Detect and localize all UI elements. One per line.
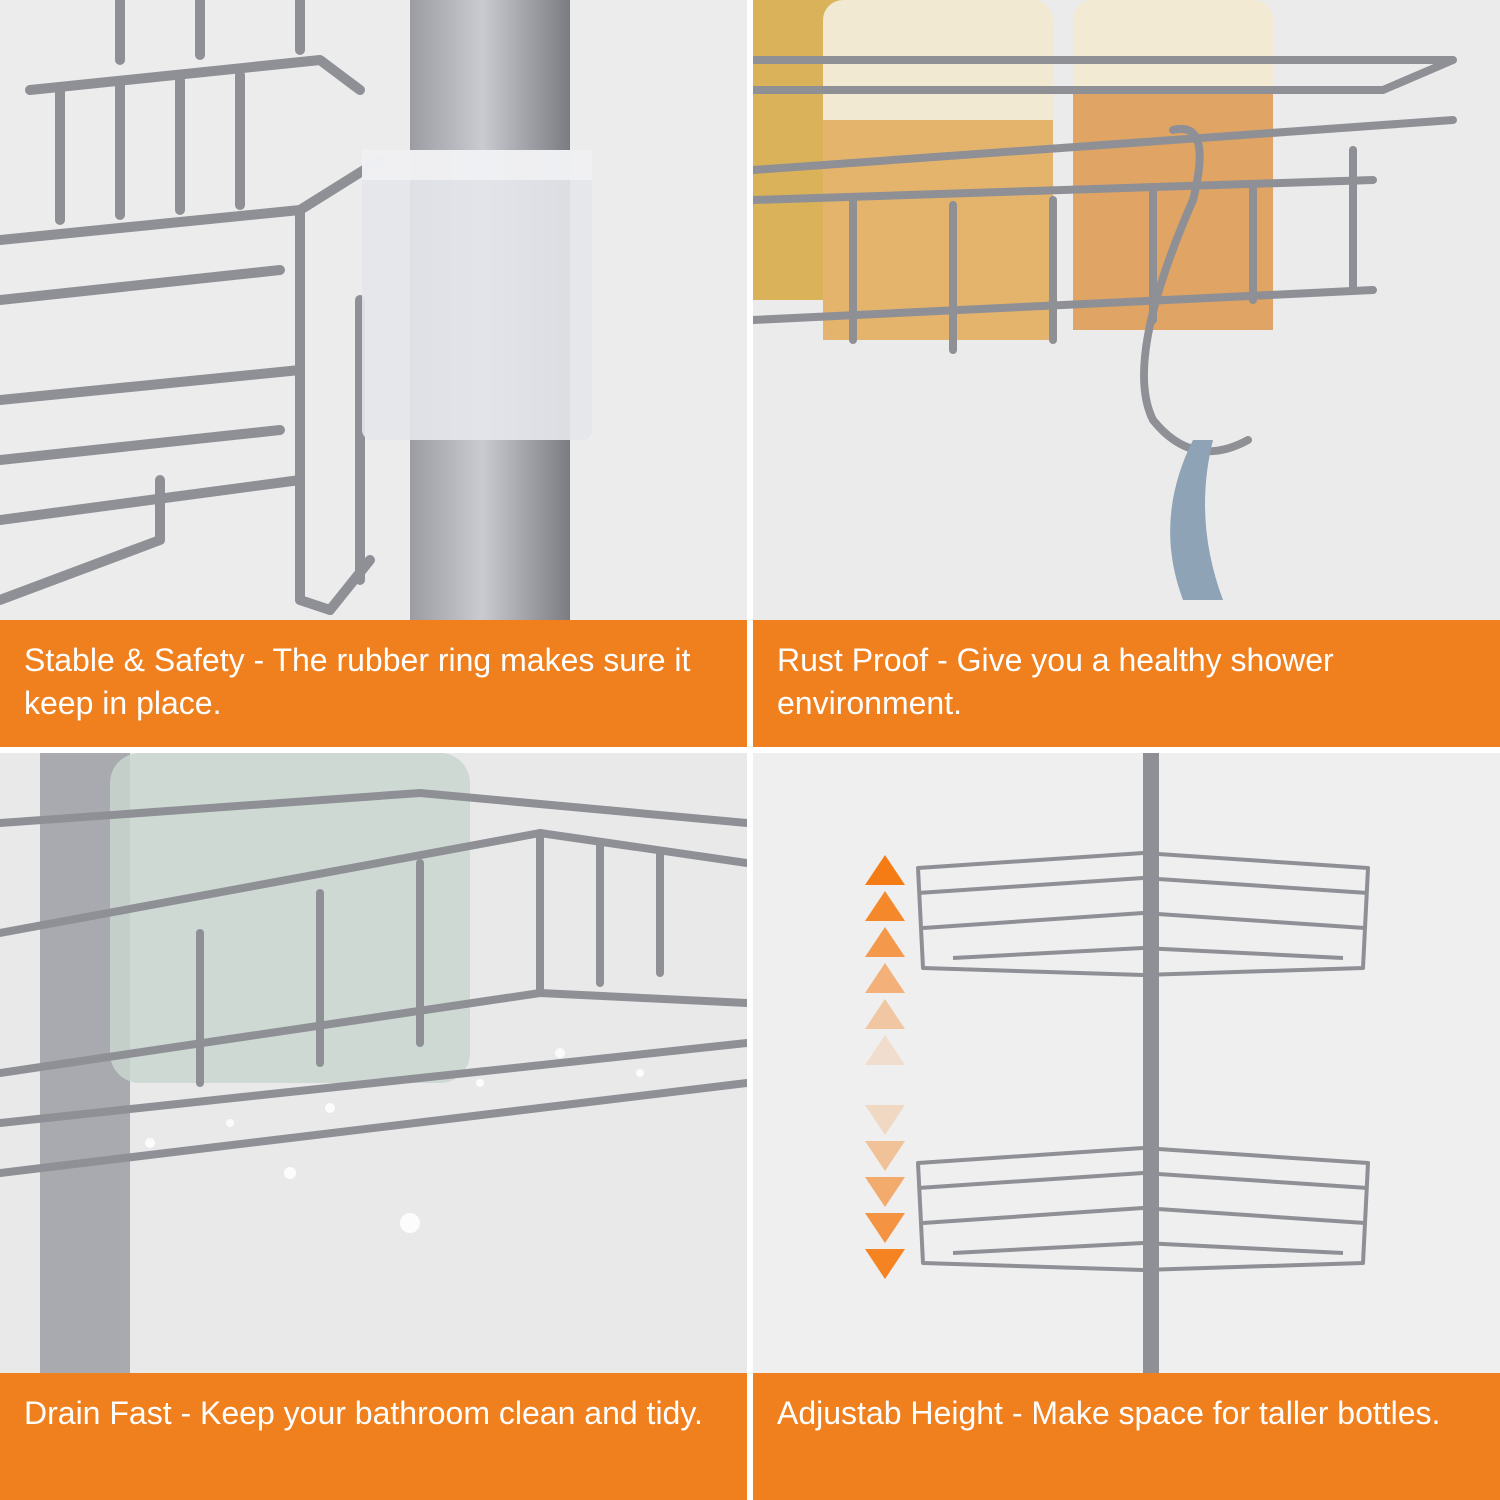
arrow-down-icon — [865, 1105, 905, 1279]
rubber-ring-pole-clamp-photo — [0, 0, 747, 620]
feature-panel-drain-fast: Drain Fast - Keep your bathroom clean an… — [0, 753, 747, 1500]
wet-wire-basket-photo — [0, 753, 747, 1373]
feature-caption: Stable & Safety - The rubber ring makes … — [0, 620, 747, 747]
adjustable-baskets-with-arrows — [753, 753, 1500, 1373]
arrow-up-icon — [865, 855, 905, 1065]
feature-caption: Adjustab Height - Make space for taller … — [753, 1373, 1500, 1500]
feature-panel-rust-proof: Rust Proof - Give you a healthy shower e… — [753, 0, 1500, 747]
feature-panel-adjustable-height: Adjustab Height - Make space for taller … — [753, 753, 1500, 1500]
feature-caption: Drain Fast - Keep your bathroom clean an… — [0, 1373, 747, 1500]
feature-panel-stable-safety: Stable & Safety - The rubber ring makes … — [0, 0, 747, 747]
feature-caption: Rust Proof - Give you a healthy shower e… — [753, 620, 1500, 747]
basket-with-s-hook-photo — [753, 0, 1500, 620]
